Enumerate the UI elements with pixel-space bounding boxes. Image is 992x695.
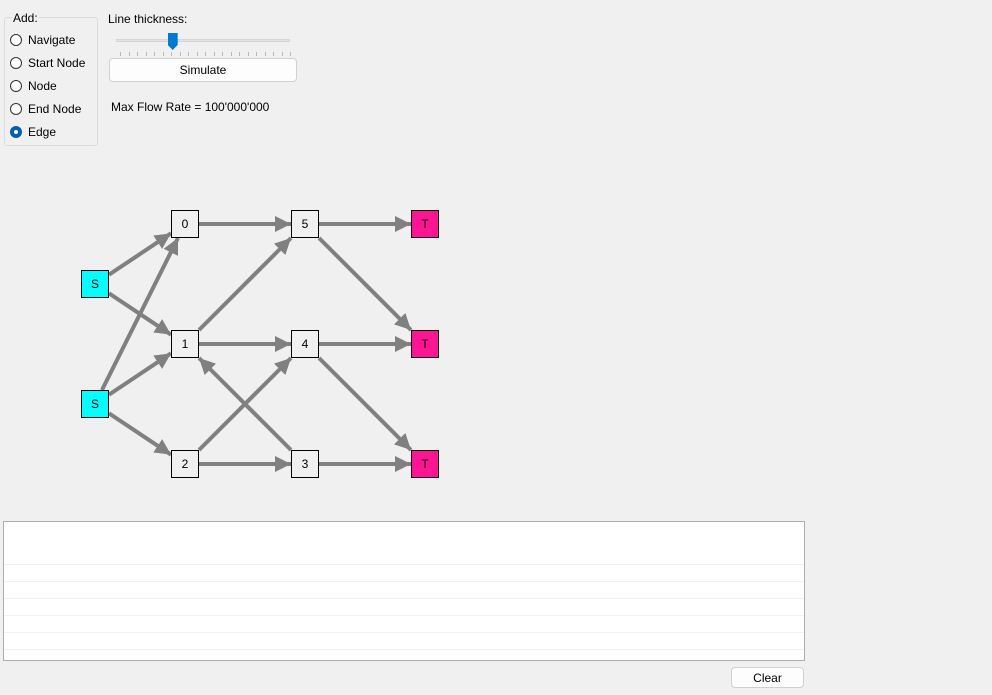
- radio-circle-icon: [10, 80, 22, 92]
- node-node-1[interactable]: 1: [171, 330, 199, 358]
- slider-tick: [205, 52, 206, 56]
- node-node-3[interactable]: 3: [291, 450, 319, 478]
- radio-edge[interactable]: Edge: [10, 124, 56, 140]
- node-node-5[interactable]: 5: [291, 210, 319, 238]
- list-row-divider: [4, 564, 804, 565]
- list-row-divider: [4, 632, 804, 633]
- edge-S2-2[interactable]: [107, 411, 173, 457]
- edge-3-1[interactable]: [197, 356, 293, 452]
- slider-tick: [256, 52, 257, 56]
- end-node-t2[interactable]: T: [411, 330, 439, 358]
- radio-circle-icon: [10, 34, 22, 46]
- list-row-divider: [4, 615, 804, 616]
- slider-tick: [120, 52, 121, 56]
- radio-circle-icon: [10, 126, 22, 138]
- slider-tick: [154, 52, 155, 56]
- slider-track: [116, 39, 290, 42]
- slider-tick: [196, 52, 198, 56]
- edge-5-T2[interactable]: [317, 236, 413, 332]
- edge-1-5[interactable]: [197, 236, 293, 332]
- radio-label: End Node: [28, 102, 82, 116]
- slider-tick: [264, 52, 266, 56]
- slider-thumb[interactable]: [167, 33, 178, 50]
- end-node-t3[interactable]: T: [411, 450, 439, 478]
- slider-tick: [145, 52, 147, 56]
- slider-tick: [281, 52, 283, 56]
- start-node-s2[interactable]: S: [81, 390, 109, 418]
- log-list[interactable]: [3, 521, 805, 661]
- radio-label: Edge: [28, 125, 57, 139]
- node-node-2[interactable]: 2: [171, 450, 199, 478]
- slider-tick: [179, 52, 181, 56]
- add-groupbox: [4, 17, 98, 146]
- slider-tick: [137, 52, 138, 56]
- node-node-4[interactable]: 4: [291, 330, 319, 358]
- start-node-s1[interactable]: S: [81, 270, 109, 298]
- radio-label: Node: [28, 79, 57, 93]
- radio-circle-icon: [10, 103, 22, 115]
- slider-tick: [128, 52, 130, 56]
- max-flow-rate-text: Max Flow Rate = 100'000'000: [111, 100, 270, 114]
- graph-canvas[interactable]: [0, 0, 992, 520]
- line-thickness-label: Line thickness:: [108, 12, 188, 26]
- radio-end-node[interactable]: End Node: [10, 101, 81, 117]
- radio-label: Navigate: [28, 33, 76, 47]
- slider-tick: [230, 52, 232, 56]
- slider-tick: [162, 52, 164, 56]
- simulate-button[interactable]: Simulate: [109, 58, 297, 82]
- slider-tick: [188, 52, 189, 56]
- radio-label: Start Node: [28, 56, 86, 70]
- edge-S1-0[interactable]: [107, 231, 173, 277]
- add-group-label: Add:: [12, 11, 39, 25]
- line-thickness-slider[interactable]: [112, 32, 292, 58]
- edge-4-T3[interactable]: [317, 356, 413, 452]
- radio-circle-icon: [10, 57, 22, 69]
- node-node-0[interactable]: 0: [171, 210, 199, 238]
- slider-tick: [222, 52, 223, 56]
- edge-S2-1[interactable]: [107, 351, 173, 397]
- slider-tick: [213, 52, 215, 56]
- slider-tick: [239, 52, 240, 56]
- end-node-t1[interactable]: T: [411, 210, 439, 238]
- radio-navigate[interactable]: Navigate: [10, 32, 75, 48]
- list-row-divider: [4, 581, 804, 582]
- slider-tick: [290, 52, 291, 56]
- edge-S2-0[interactable]: [100, 237, 180, 391]
- clear-button[interactable]: Clear: [731, 667, 804, 688]
- list-row-divider: [4, 598, 804, 599]
- slider-tick: [171, 52, 172, 56]
- radio-node[interactable]: Node: [10, 78, 57, 94]
- radio-start-node[interactable]: Start Node: [10, 55, 85, 71]
- slider-tick: [273, 52, 274, 56]
- slider-tick: [247, 52, 249, 56]
- list-row-divider: [4, 649, 804, 650]
